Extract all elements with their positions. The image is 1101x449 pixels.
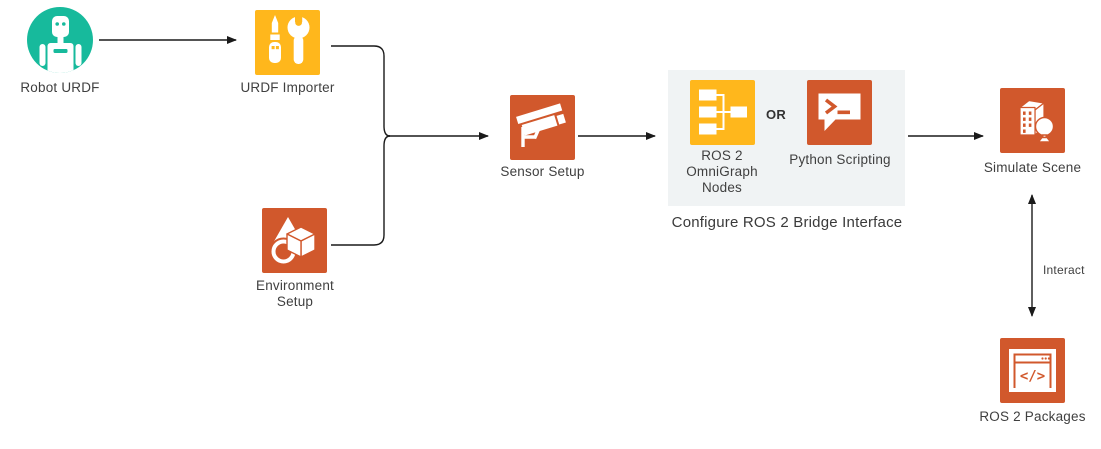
- camera-icon: [510, 95, 575, 160]
- python-scripting-label: Python Scripting: [789, 152, 891, 167]
- tools-icon: [255, 10, 320, 75]
- or-label: OR: [766, 107, 786, 122]
- robot-icon: [27, 7, 93, 73]
- line-environment-to-merge: [331, 135, 391, 246]
- interact-label: Interact: [1043, 263, 1085, 277]
- bridge-interface-caption: Configure ROS 2 Bridge Interface: [671, 214, 903, 231]
- sensor-setup-label: Sensor Setup: [500, 164, 585, 179]
- urdf-importer-label: URDF Importer: [240, 80, 335, 95]
- ros2-omnigraph-nodes-label: ROS 2 OmniGraph Nodes: [686, 148, 758, 195]
- svg-text:</>: </>: [1020, 369, 1045, 385]
- environment-setup-label: Environment Setup: [256, 278, 334, 309]
- node-graph-icon: [690, 80, 755, 145]
- code-window-icon: </>: [1000, 338, 1065, 403]
- building-tree-icon: [1000, 88, 1065, 153]
- shapes-icon: [262, 208, 327, 273]
- terminal-bubble-icon: [807, 80, 872, 145]
- robot-urdf-label: Robot URDF: [20, 80, 100, 95]
- simulate-scene-label: Simulate Scene: [983, 160, 1082, 175]
- ros2-packages-label: ROS 2 Packages: [979, 409, 1086, 424]
